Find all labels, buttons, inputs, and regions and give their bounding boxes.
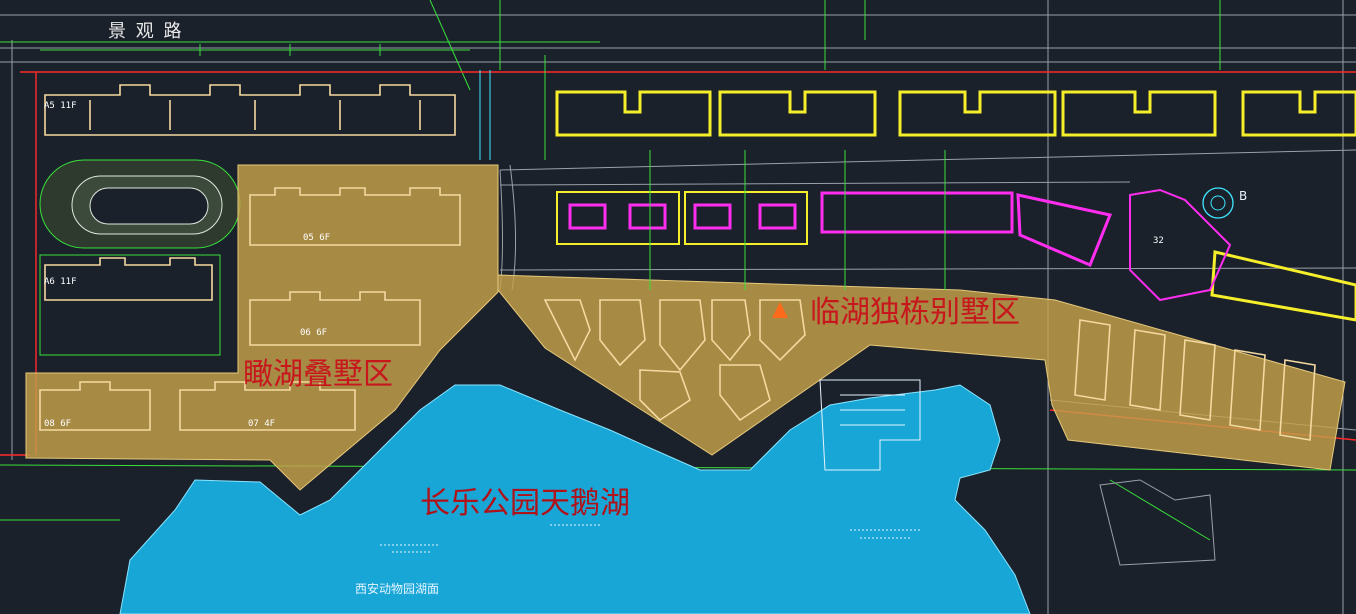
magenta-villas (556, 188, 1232, 302)
zone-label-lakeside: 临湖独栋别墅区 (810, 295, 1020, 330)
sports-court (39, 159, 241, 249)
building-a6 (39, 254, 221, 356)
top-left-apartments (44, 84, 456, 136)
building-tag-32: 32 (1153, 236, 1164, 246)
lake (119, 379, 1031, 614)
dimension-ticks (40, 44, 470, 56)
yellow-townhouses (555, 90, 1356, 322)
building-tag-06: 06 6F (300, 328, 327, 338)
lake-sub-label: 西安动物园湖面 (355, 581, 439, 596)
lake-name: 长乐公园天鹅湖 (420, 486, 630, 521)
roundabout-ornament (1202, 187, 1234, 219)
road-label: 景 观 路 (108, 21, 183, 42)
zone-overlook (25, 164, 499, 491)
building-tag-a5: A5 11F (44, 101, 77, 111)
marker-b: B (1239, 189, 1247, 203)
zone-lakeside (497, 274, 1346, 471)
zone-label-overlook: 瞰湖叠墅区 (243, 357, 393, 392)
building-tag-07: 07 4F (248, 419, 275, 429)
building-tag-a6: A6 11F (44, 277, 77, 287)
annotation-lines (499, 0, 1216, 566)
building-tag-08: 08 6F (44, 419, 71, 429)
building-tag-05: 05 6F (303, 233, 330, 243)
